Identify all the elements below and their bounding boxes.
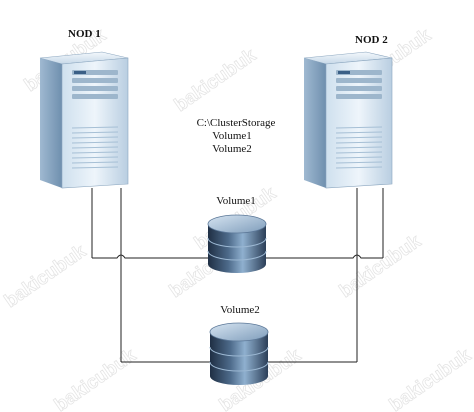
csv-volume1-label: Volume1 (212, 130, 252, 142)
watermark: bakicubuk (336, 231, 425, 302)
csv-path-label: C:\ClusterStorage (197, 117, 276, 129)
disk2-label: Volume2 (220, 304, 260, 316)
server-node-1 (39, 51, 129, 189)
server-node-2 (303, 51, 393, 189)
watermark: bakicubuk (386, 345, 474, 412)
connection-lines (91, 188, 384, 363)
disk-volume2-icon (209, 322, 269, 385)
disk1-label: Volume1 (216, 195, 256, 207)
csv-volume2-label: Volume2 (212, 143, 252, 155)
watermark: bakicubuk (51, 345, 140, 412)
node1-label: NOD 1 (68, 28, 101, 40)
disk-volume1-icon (207, 214, 267, 273)
watermark: bakicubuk (171, 45, 260, 116)
watermark: bakicubuk (1, 241, 90, 312)
node2-label: NOD 2 (355, 34, 388, 46)
